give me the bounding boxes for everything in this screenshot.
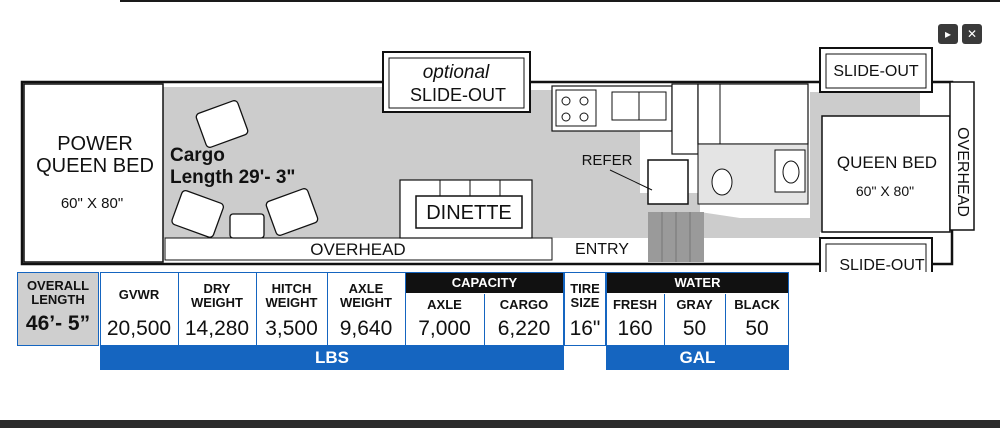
capacity-axle-cell: AXLE 7,000 xyxy=(405,298,484,340)
front-overhead-label: OVERHEAD xyxy=(954,127,971,217)
top-border xyxy=(120,0,1000,2)
black-label: BLACK xyxy=(734,297,780,312)
queen-bed-outline xyxy=(821,115,951,233)
water-header: WATER xyxy=(607,273,788,293)
capacity-cargo-label: CARGO xyxy=(499,297,549,312)
refer-label: REFER xyxy=(582,152,633,169)
queen-bed-size: 60" X 80" xyxy=(856,183,914,199)
hitch-weight-value: 3,500 xyxy=(265,317,318,340)
fresh-label: FRESH xyxy=(612,297,658,312)
gray-label: GRAY xyxy=(676,297,713,312)
close-icon[interactable]: ✕ xyxy=(962,24,982,44)
dry-weight-value: 14,280 xyxy=(184,317,250,340)
play-icon[interactable]: ▸ xyxy=(938,24,958,44)
axle-weight-label-1: AXLE xyxy=(348,281,384,296)
slideout-bottom-label: SLIDE-OUT xyxy=(839,257,925,272)
power-bed-label-1: POWER xyxy=(57,133,133,155)
tire-label-2: SIZE xyxy=(570,295,600,310)
front-overhead-box xyxy=(949,81,975,231)
toilet xyxy=(711,168,733,196)
cargo-label: Cargo xyxy=(170,145,225,166)
dinette-table xyxy=(415,195,523,229)
cargo-length-label: Length 29'- 3" xyxy=(170,167,295,188)
fresh-cell: FRESH 160 xyxy=(606,298,664,340)
dry-weight-label-2: WEIGHT xyxy=(191,295,243,310)
hitch-weight-label-1: HITCH xyxy=(271,281,312,296)
overall-length-value: 46’- 5” xyxy=(25,312,91,335)
water-group-border xyxy=(606,272,789,346)
capacity-cargo-value: 6,220 xyxy=(497,317,551,340)
tire-border xyxy=(564,272,606,346)
power-bed-label-2: QUEEN BED xyxy=(36,155,154,177)
chair-2 xyxy=(171,189,225,238)
black-value: 50 xyxy=(745,317,769,340)
gal-band: GAL xyxy=(606,346,789,370)
floorplan: POWER QUEEN BED 60" X 80" Cargo Length 2… xyxy=(20,47,975,272)
overhead-label: OVERHEAD xyxy=(310,240,405,259)
gvwr-value: 20,500 xyxy=(106,317,172,340)
refrigerator xyxy=(647,159,689,205)
axle-weight-cell: AXLE WEIGHT 9,640 xyxy=(327,282,405,340)
bath-sink xyxy=(782,160,800,184)
bottom-bar xyxy=(0,420,1000,428)
optional-label: optional xyxy=(423,62,490,83)
chair-3 xyxy=(229,213,265,239)
axle-weight-value: 9,640 xyxy=(339,317,393,340)
dinette-label: DINETTE xyxy=(426,202,512,224)
fresh-value: 160 xyxy=(617,317,653,340)
tire-label-1: TIRE xyxy=(570,281,600,296)
slideout-top-label: SLIDE-OUT xyxy=(833,63,919,80)
queen-bed-label: QUEEN BED xyxy=(837,153,937,172)
dry-weight-label-1: DRY xyxy=(203,281,231,296)
overhead-bar xyxy=(164,237,553,261)
hitch-weight-label-2: WEIGHT xyxy=(265,295,318,310)
lbs-group-border xyxy=(100,272,564,346)
axle-weight-label-2: WEIGHT xyxy=(340,295,392,310)
chair-1 xyxy=(195,100,249,148)
dry-weight-cell: DRY WEIGHT 14,280 xyxy=(178,282,256,340)
gray-cell: GRAY 50 xyxy=(664,298,725,340)
overall-length-label-1: OVERALL xyxy=(26,278,90,293)
hitch-weight-cell: HITCH WEIGHT 3,500 xyxy=(256,282,327,340)
capacity-axle-value: 7,000 xyxy=(418,317,471,340)
overall-length-cell: OVERALL LENGTH 46’- 5” xyxy=(17,272,99,346)
capacity-cargo-cell: CARGO 6,220 xyxy=(484,298,564,340)
optional-slideout-label: SLIDE-OUT xyxy=(410,85,506,105)
capacity-axle-label: AXLE xyxy=(427,297,462,312)
tire-size-cell: TIRE SIZE 16" xyxy=(564,282,606,340)
power-bed-size: 60" X 80" xyxy=(61,195,123,212)
gvwr-cell: GVWR 20,500 xyxy=(100,288,178,340)
black-cell: BLACK 50 xyxy=(725,298,789,340)
entry-label: ENTRY xyxy=(575,241,629,258)
gvwr-label: GVWR xyxy=(118,287,160,302)
stove xyxy=(555,89,597,127)
gray-value: 50 xyxy=(682,317,707,340)
power-bed-outline xyxy=(23,83,164,263)
capacity-header: CAPACITY xyxy=(406,273,563,293)
tire-value: 16" xyxy=(569,317,601,340)
chair-4 xyxy=(265,188,319,236)
overall-length-label-2: LENGTH xyxy=(31,292,85,307)
lbs-band: LBS xyxy=(100,346,564,370)
